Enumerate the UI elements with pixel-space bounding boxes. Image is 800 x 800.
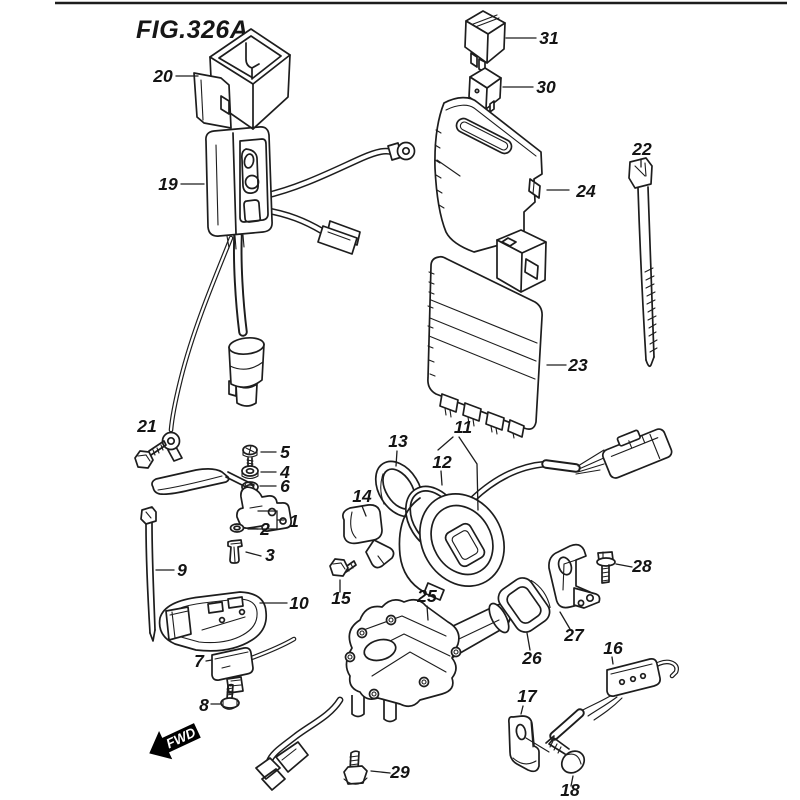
part-label-27: 27 (563, 625, 585, 645)
part-11-trim-sensor (398, 428, 673, 601)
part-4-washer (241, 465, 259, 480)
part-21-bolt (134, 440, 167, 469)
part-28-bolt (596, 551, 616, 584)
part-31-relay (464, 10, 506, 73)
part-26-grommet (497, 577, 551, 633)
leader-lines (155, 37, 642, 787)
part-label-25: 25 (416, 586, 437, 606)
part-label-15: 15 (331, 588, 351, 608)
part-labels: 20 31 30 19 24 22 23 21 13 12 11 14 15 5… (136, 28, 652, 800)
part-22-cable-tie (628, 157, 658, 368)
fwd-label: FWD (164, 725, 198, 752)
part-label-23: 23 (567, 355, 588, 375)
part-label-14: 14 (352, 486, 372, 506)
part-27-bracket (548, 543, 601, 609)
part-8-bolt (220, 683, 240, 710)
part-5-screw (242, 444, 258, 470)
part-14-clamp (342, 504, 395, 569)
part-label-31: 31 (539, 28, 558, 48)
part-label-17: 17 (517, 686, 538, 706)
part-label-6: 6 (280, 476, 290, 496)
part-24-bracket-cover (434, 96, 547, 293)
part-29-bolt (343, 750, 368, 785)
figure-title: FIG.326A (136, 16, 248, 44)
part-label-7: 7 (194, 651, 205, 671)
part-label-1: 1 (289, 511, 299, 531)
part-label-19: 19 (158, 174, 178, 194)
part-label-16: 16 (603, 638, 623, 658)
part-label-21: 21 (136, 416, 156, 436)
part-15-bolt (329, 558, 357, 577)
part-label-18: 18 (560, 780, 580, 800)
part-10-housing (158, 591, 268, 652)
part-label-28: 28 (631, 556, 652, 576)
part-18-screw (548, 737, 586, 774)
part-3-clip (227, 539, 243, 564)
part-label-24: 24 (575, 181, 596, 201)
part-19-cdi-unit (205, 126, 273, 250)
part-label-13: 13 (388, 431, 408, 451)
fwd-direction-arrow: FWD (149, 723, 201, 760)
part-16-switch (545, 658, 679, 744)
part-1-sensor-assembly (151, 468, 292, 532)
part-25-motor (255, 598, 511, 791)
part-label-8: 8 (199, 695, 209, 715)
part-9-cable-tie (140, 506, 157, 642)
part-label-12: 12 (432, 452, 452, 472)
part-label-10: 10 (289, 593, 309, 613)
part-20-relay-cover (193, 28, 291, 130)
part-label-20: 20 (152, 66, 173, 86)
part-7-sensor (211, 636, 297, 694)
part-label-11: 11 (454, 417, 472, 437)
part-label-26: 26 (521, 648, 542, 668)
part-23-control-unit (427, 255, 543, 439)
part-label-9: 9 (177, 560, 187, 580)
part-label-4: 4 (279, 462, 290, 482)
part-label-5: 5 (280, 442, 290, 462)
part-label-3: 3 (265, 545, 275, 565)
part-label-22: 22 (631, 139, 652, 159)
part-label-30: 30 (536, 77, 556, 97)
part-2-washer (229, 523, 245, 533)
part-label-29: 29 (389, 762, 410, 782)
part-17-bracket (507, 715, 550, 773)
part-19-wiring (161, 141, 416, 462)
part-label-2: 2 (259, 519, 270, 539)
